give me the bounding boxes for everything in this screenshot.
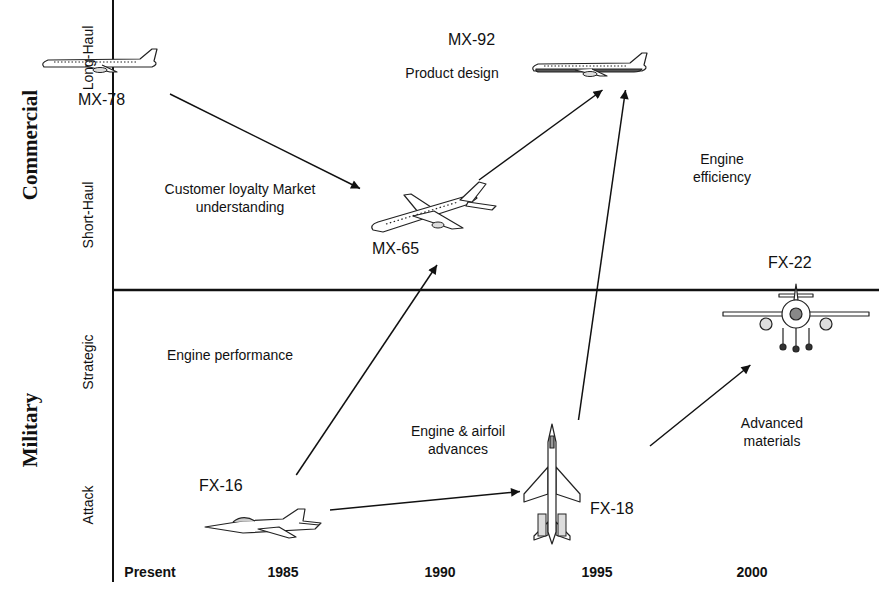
- axis-category-label: Short-Haul: [80, 182, 96, 249]
- edge-label: Customer loyalty Market understanding: [158, 180, 322, 216]
- aircraft-name: MX-92: [448, 31, 495, 49]
- edge-label: Engine efficiency: [680, 150, 764, 186]
- edge-label: Engine & airfoil advances: [381, 422, 535, 458]
- aircraft-part: [556, 467, 580, 502]
- divider-line: [113, 289, 879, 292]
- aircraft-engine: [558, 514, 566, 536]
- edge-label: Product design: [403, 64, 500, 82]
- aircraft-part: [790, 308, 802, 320]
- aircraft-part: [780, 344, 786, 350]
- aircraft-engine: [583, 72, 597, 77]
- edge-label: Advanced materials: [723, 414, 822, 450]
- aircraft-engine: [432, 222, 444, 228]
- aircraft-icon: [368, 182, 498, 237]
- timeline-year: 1995: [581, 564, 612, 580]
- aircraft-node: FX-16: [195, 475, 330, 545]
- aircraft-engine: [538, 514, 546, 536]
- timeline-year: 2000: [736, 564, 767, 580]
- axis-category-label: Strategic: [80, 334, 96, 389]
- aircraft-part: [233, 518, 255, 522]
- aircraft-icon: [530, 51, 655, 83]
- aircraft-part: [820, 318, 832, 330]
- aircraft-part: [548, 424, 556, 544]
- aircraft-part: [783, 328, 809, 346]
- aircraft-name: FX-22: [768, 254, 812, 272]
- aircraft-name: FX-16: [199, 477, 243, 495]
- aircraft-part: [550, 436, 554, 448]
- aircraft-part: [258, 527, 296, 538]
- timeline-year: Present: [124, 564, 175, 580]
- aircraft-part: [794, 284, 798, 300]
- aircraft-node: FX-22: [720, 250, 872, 365]
- aircraft-name: FX-18: [590, 500, 634, 518]
- aircraft-part: [533, 53, 647, 71]
- timeline-year: 1990: [424, 564, 455, 580]
- aircraft-part: [43, 49, 157, 67]
- aircraft-part: [386, 202, 458, 224]
- aircraft-part: [54, 61, 138, 62]
- aircraft-part: [575, 69, 607, 76]
- axis-category-label: Long-Haul: [80, 26, 96, 91]
- aircraft-part: [782, 300, 810, 328]
- aircraft-part: [460, 182, 486, 202]
- axis-category-label: Commercial: [18, 90, 43, 200]
- arrow-connector: [479, 90, 603, 180]
- aircraft-part: [806, 344, 812, 350]
- aircraft-name: MX-65: [372, 240, 419, 258]
- edge-label: Engine performance: [165, 346, 295, 364]
- aircraft-part: [760, 318, 772, 330]
- aircraft-node: FX-18: [520, 420, 650, 550]
- aircraft-part: [524, 467, 548, 502]
- aircraft-node: MX-78: [40, 45, 170, 113]
- timeline-year: 1985: [267, 564, 298, 580]
- arrow-connector: [579, 90, 626, 420]
- axis-category-label: Military: [18, 393, 43, 468]
- aircraft-icon: [721, 284, 871, 354]
- aircraft-icon: [40, 47, 160, 79]
- aircraft-node: MX-65: [360, 180, 500, 265]
- arrow-connector: [330, 492, 520, 511]
- aircraft-part: [299, 523, 319, 525]
- aircraft-part: [793, 346, 799, 352]
- aircraft-part: [466, 202, 496, 210]
- aircraft-name: MX-78: [78, 91, 125, 109]
- axis-category-label: Attack: [80, 486, 96, 525]
- arrow-connector: [170, 94, 360, 189]
- aircraft-part: [544, 65, 628, 66]
- aircraft-icon: [203, 501, 323, 541]
